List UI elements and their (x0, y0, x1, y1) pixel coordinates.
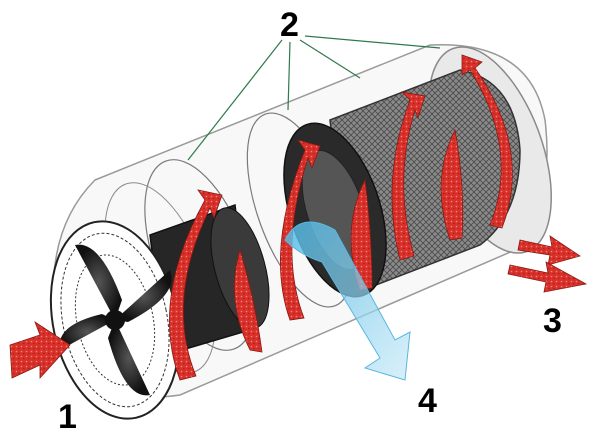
spiral-airflow (169, 54, 513, 381)
callout-3-outlet-label: 3 (543, 302, 562, 340)
dust-outflow-arrow (284, 221, 411, 381)
callout-4-dust-outlet-label: 4 (418, 382, 437, 420)
fan-icon (49, 220, 181, 420)
callout-1-inlet-label: 1 (58, 398, 77, 436)
inlet-arrow (9, 320, 71, 380)
callout-2-swirl-label: 2 (280, 6, 299, 44)
outlet-arrows (507, 235, 588, 293)
callout-2-leader-lines (187, 35, 441, 161)
